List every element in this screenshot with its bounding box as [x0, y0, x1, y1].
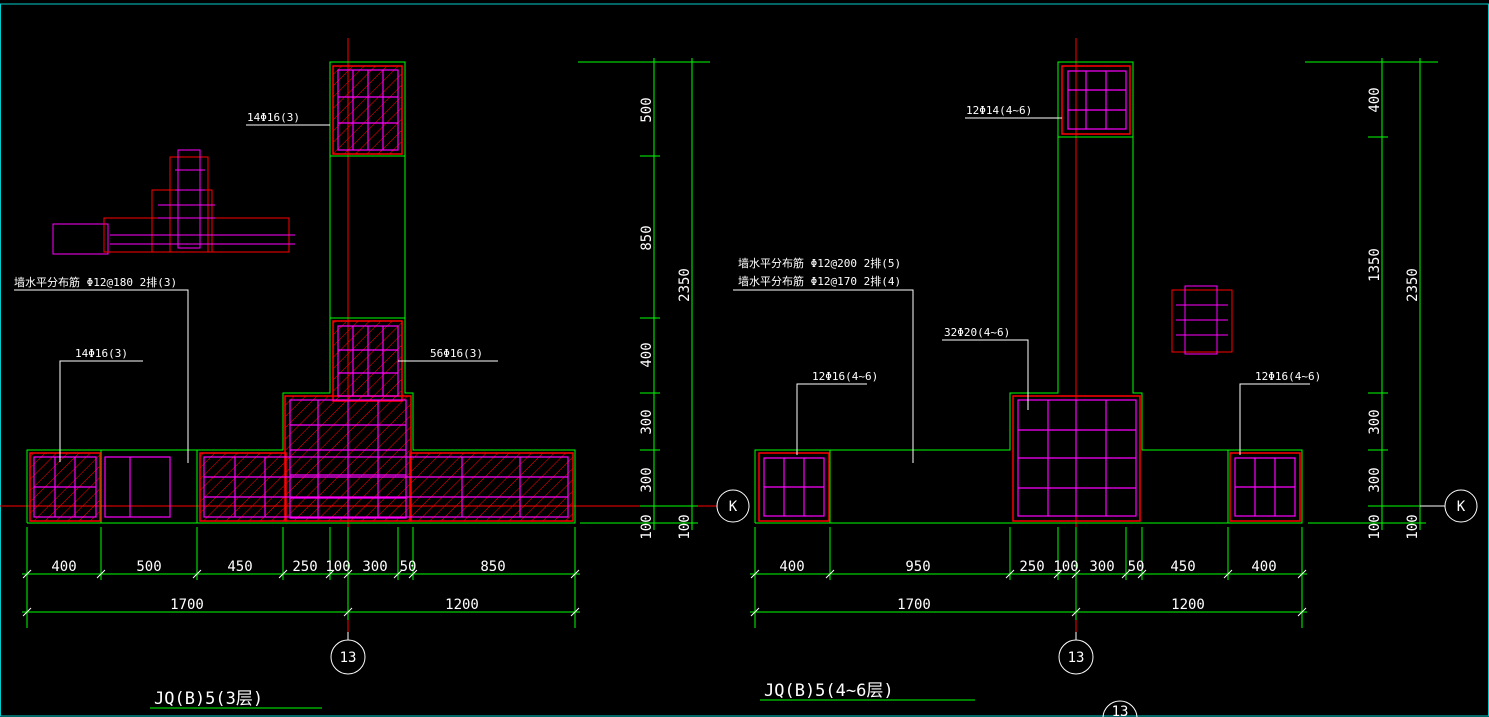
dim-h-r-2: 250 — [1019, 559, 1044, 575]
dim-h-r-total-1: 1200 — [1171, 597, 1205, 613]
axis-partial-text: 13 — [1112, 704, 1129, 717]
left-drawing: 14Φ16(3) 墙水平分布筋 Φ12@180 2排(3) 14Φ16(3) 5… — [0, 38, 750, 709]
dim-h-total-0: 1700 — [170, 597, 204, 613]
dim-v-r-4: 100 — [1367, 514, 1383, 539]
dim-v-0: 500 — [639, 97, 655, 122]
drawing-title-right: JQ(B)5(4~6层) — [764, 681, 894, 701]
axis-13-left-text: 13 — [340, 650, 357, 666]
dim-h-r-total-0: 1700 — [897, 597, 931, 613]
dim-v-total-0: 2350 — [677, 268, 693, 302]
dim-v-left — [578, 58, 710, 530]
dim-v-1: 850 — [639, 225, 655, 250]
label-center-col: 56Φ16(3) — [430, 347, 483, 360]
dim-v-5: 100 — [639, 514, 655, 539]
leaders-left — [14, 124, 498, 463]
dim-h-7: 850 — [480, 559, 505, 575]
label-top-column: 14Φ16(3) — [247, 111, 300, 124]
dim-h-4: 100 — [325, 559, 350, 575]
axis-13-right-text: 13 — [1068, 650, 1085, 666]
axis-k-left-text: K — [729, 499, 738, 515]
label-right-end-r: 12Φ16(4~6) — [1255, 370, 1321, 383]
label-center-col-r: 32Φ20(4~6) — [944, 326, 1010, 339]
rebar-left — [33, 69, 569, 519]
dim-v-r-0: 400 — [1367, 87, 1383, 112]
plan-sketch-right — [1171, 285, 1233, 355]
dim-ticks-right — [750, 569, 1307, 617]
dim-v-r-2: 300 — [1367, 409, 1383, 434]
label-left-end-r: 12Φ16(4~6) — [812, 370, 878, 383]
wall-outline-right — [754, 61, 1303, 524]
dim-h-3: 250 — [292, 559, 317, 575]
top-column-r — [1061, 65, 1131, 135]
dim-chain-right — [750, 527, 1307, 628]
rebar-right — [763, 70, 1296, 517]
dim-v-r-total-1: 100 — [1405, 514, 1421, 539]
dim-ticks-left — [22, 569, 580, 617]
right-end-r — [1229, 452, 1301, 522]
axis-bubble-13-right[interactable] — [1058, 639, 1094, 675]
dim-v-right — [1305, 58, 1438, 530]
dim-h-2: 450 — [227, 559, 252, 575]
dim-h-r-0: 400 — [779, 559, 804, 575]
label-wall-bar-r2: 墙水平分布筋 Φ12@170 2排(4) — [738, 274, 901, 288]
dim-h-0: 400 — [51, 559, 76, 575]
dim-h-total-1: 1200 — [445, 597, 479, 613]
leaders-right — [733, 117, 1310, 463]
viewport-frame — [0, 3, 1489, 717]
dim-v-r-total-0: 2350 — [1405, 268, 1421, 302]
left-end-r — [758, 452, 830, 522]
axis-bubble-k-left[interactable] — [716, 489, 750, 523]
dim-h-r-1: 950 — [905, 559, 930, 575]
dim-v-r-3: 300 — [1367, 467, 1383, 492]
dim-h-r-7: 400 — [1251, 559, 1276, 575]
drawing-title-left: JQ(B)5(3层) — [154, 689, 263, 709]
right-wing-hatch — [409, 452, 574, 522]
label-wall-bar: 墙水平分布筋 Φ12@180 2排(3) — [14, 275, 177, 289]
dim-h-r-3: 100 — [1053, 559, 1078, 575]
dim-h-5: 300 — [362, 559, 387, 575]
dim-v-r-1: 1350 — [1367, 248, 1383, 282]
dim-h-r-4: 300 — [1089, 559, 1114, 575]
dim-h-1: 500 — [136, 559, 161, 575]
plan-sketch-left — [52, 149, 295, 255]
right-drawing: 12Φ14(4~6) 墙水平分布筋 Φ12@200 2排(5) 墙水平分布筋 Φ… — [733, 38, 1478, 717]
dim-h-r-5: 50 — [1128, 559, 1145, 575]
center-r — [1012, 395, 1141, 522]
dim-h-r-6: 450 — [1170, 559, 1195, 575]
dim-v-total-1: 100 — [677, 514, 693, 539]
dim-v-2: 400 — [639, 342, 655, 367]
label-top-column-r: 12Φ14(4~6) — [966, 104, 1032, 117]
mid-hatch — [199, 452, 287, 522]
dim-h-6: 50 — [400, 559, 417, 575]
dim-v-4: 300 — [639, 467, 655, 492]
axis-bubble-13-left[interactable] — [330, 639, 366, 675]
wall-outline-left — [26, 61, 576, 524]
label-left-end: 14Φ16(3) — [75, 347, 128, 360]
axis-k-right-text: K — [1457, 499, 1466, 515]
dim-chain-left — [22, 527, 580, 628]
dim-v-3: 300 — [639, 409, 655, 434]
label-wall-bar-r1: 墙水平分布筋 Φ12@200 2排(5) — [738, 256, 901, 270]
axis-bubble-partial[interactable] — [1102, 700, 1138, 717]
axis-bubble-k-right[interactable] — [1444, 489, 1478, 523]
